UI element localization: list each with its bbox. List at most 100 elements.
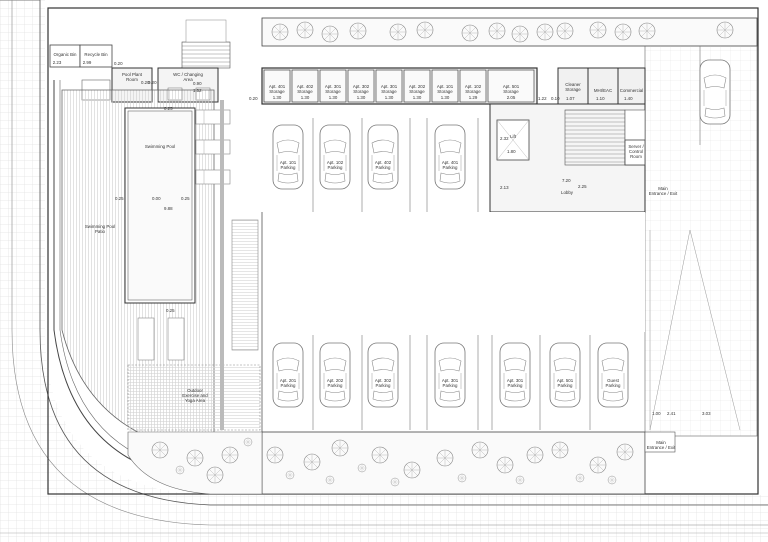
storage-room <box>375 69 403 103</box>
dim: 1.07 <box>566 96 575 101</box>
recycle-bin-label: Recycle Bin <box>84 52 108 57</box>
tree <box>496 456 514 474</box>
tree <box>321 25 339 43</box>
dim: 1.40 <box>624 96 633 101</box>
storage-label: Apt. 301 Storage <box>324 84 342 94</box>
storage-label: Apt. 401 Storage <box>268 84 286 94</box>
storage-dim: 1.30 <box>328 95 338 100</box>
dim: 0.20 <box>114 61 123 66</box>
storage-room <box>291 69 319 103</box>
storage-label: Apt. 301 Storage <box>380 84 398 94</box>
storage-room <box>263 69 291 103</box>
tree <box>536 23 554 41</box>
tree <box>616 443 634 461</box>
dim: 0.25 <box>115 196 124 201</box>
tree <box>416 21 434 39</box>
mhi-eac-label: MHI/EAC <box>593 88 613 93</box>
parked-car <box>319 342 351 408</box>
tree <box>206 466 224 484</box>
dim: 0.20 <box>141 80 150 85</box>
shrub <box>575 473 585 483</box>
storage-label: Apt. 302 Storage <box>352 84 370 94</box>
tree <box>461 24 479 42</box>
server-room-label: Server / Control Room <box>628 144 644 159</box>
tree <box>331 439 349 457</box>
storage-label: Apt. 402 Storage <box>296 84 314 94</box>
tree <box>271 23 289 41</box>
tree <box>638 22 656 40</box>
storage-label: Apt. 202 Storage <box>408 84 426 94</box>
tree <box>436 449 454 467</box>
dim: 2.25 <box>578 184 587 189</box>
dim: 0.25 <box>164 106 173 111</box>
shrub <box>390 477 400 487</box>
wc-changing-label: WC / Changing Area <box>173 72 203 82</box>
tree <box>614 23 632 41</box>
recycle-bin-dim: 2.99 <box>82 60 92 65</box>
tree <box>526 446 544 464</box>
dim: 0.25 <box>181 196 190 201</box>
tree <box>488 22 506 40</box>
parking-label: Guest Parking <box>605 378 621 388</box>
shrub <box>357 463 367 473</box>
tree <box>371 446 389 464</box>
storage-dim: 1.29 <box>468 95 478 100</box>
parking-label: Apt. 401 Parking <box>441 160 459 170</box>
dim: 0.00 <box>152 196 161 201</box>
storage-room <box>347 69 375 103</box>
parked-car <box>272 342 304 408</box>
dim: 2.32 <box>500 136 509 141</box>
right-car <box>699 59 731 125</box>
tree <box>303 453 321 471</box>
parking-label: Apt. 202 Parking <box>326 378 344 388</box>
storage-dim: 1.30 <box>384 95 394 100</box>
dim: 2.13 <box>500 185 509 190</box>
tree <box>589 456 607 474</box>
parked-car <box>549 342 581 408</box>
parking-label: Apt. 201 Parking <box>279 378 297 388</box>
shrub <box>243 437 253 447</box>
parking-label: Apt. 101 Parking <box>279 160 297 170</box>
parked-car <box>434 124 466 190</box>
storage-room <box>319 69 347 103</box>
parked-car <box>319 124 351 190</box>
storage-dim: 2.05 <box>506 95 516 100</box>
storage-room <box>403 69 431 103</box>
storage-room <box>459 69 487 103</box>
dim: 0.10 <box>551 96 560 101</box>
tree <box>389 23 407 41</box>
storage-label: Apt. 101 Storage <box>436 84 454 94</box>
outdoor-exercise-label: Outdoor Exercise and Yoga Area <box>182 388 208 403</box>
storage-dim: 1.30 <box>412 95 422 100</box>
tree <box>589 21 607 39</box>
parked-car <box>367 124 399 190</box>
tree <box>511 25 529 43</box>
storage-label: Apt. 501 Storage <box>502 84 520 94</box>
tree <box>296 21 314 39</box>
tree <box>151 441 169 459</box>
parking-label: Apt. 402 Parking <box>374 160 392 170</box>
tree <box>403 461 421 479</box>
parked-car <box>272 124 304 190</box>
parked-car <box>499 342 531 408</box>
pool-plant-room-label: Pool Plant Room <box>121 72 142 82</box>
storage-dim: 1.30 <box>300 95 310 100</box>
tree <box>551 441 569 459</box>
main-entrance-bottom-label: Main Entrance / Exit <box>646 440 676 450</box>
cleaner-storage-label: Cleaner Storage <box>565 82 581 92</box>
dim: 0.25 <box>166 308 175 313</box>
parked-car <box>367 342 399 408</box>
tree <box>349 22 367 40</box>
shrub <box>607 475 617 485</box>
parking-label: Apt. 302 Parking <box>374 378 392 388</box>
dim: 2.41 <box>667 411 676 416</box>
pool-patio-label: Swimming Pool Patio <box>84 224 116 234</box>
parking-label: Apt. 501 Parking <box>556 378 574 388</box>
organic-bin-label: Organic Bin <box>53 52 77 57</box>
dim: 1.22 <box>538 96 547 101</box>
shrub <box>175 465 185 475</box>
parked-car <box>597 342 629 408</box>
tree <box>221 446 239 464</box>
dim: 1.80 <box>507 149 516 154</box>
main-entrance-top-label: Main Entrance / Exit <box>648 186 678 196</box>
